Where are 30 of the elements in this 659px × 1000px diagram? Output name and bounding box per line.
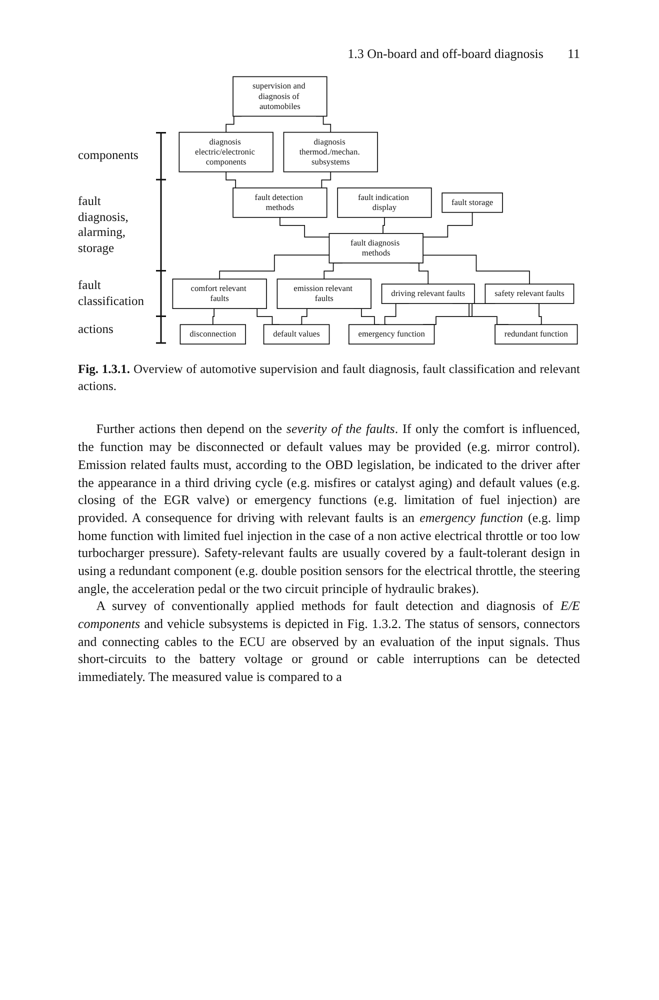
node-box: fault storage [442, 192, 503, 213]
connector [422, 212, 473, 238]
paragraph: Further actions then depend on the severity of the faults. If only the comfort is influenced, the function may be disconnected or default values may be provided (e.g. mirror control). Emission related faults must, according to the OBD legislation, be indicated to the driver after the appearance in a third driving cycle (e.g. misfires or catalyst aging) and default values (e.g. closing of the EGR valve) or emergency functions (e.g. limitation of fuel injection) are provided. A consequence for driving with relevant faults is an emergency function (e.g. limp home function with limited fuel injection in the case of a non active electrical throttle or too low turbocharger pressure). Safety-relevant faults are usually covered by a fault-tolerant design in using a redundant component (e.g. double position sensors for the electrical throttle, the steering angle, the acceleration pedal or the two circuit principle of hydraulic brakes). [78, 420, 580, 598]
node-box: fault indication display [337, 187, 432, 218]
page-number: 11 [567, 46, 580, 62]
node-box: emission relevant faults [276, 278, 372, 309]
node-box: comfort relevant faults [172, 278, 267, 309]
node-box: redundant function [494, 324, 578, 344]
connector [212, 308, 216, 326]
node-box: driving relevant faults [381, 284, 475, 304]
row-label: fault diagnosis, alarming, storage [78, 194, 130, 256]
node-box: fault diagnosis methods [328, 233, 424, 264]
row-label: components [78, 148, 140, 164]
running-head: 1.3 On-board and off-board diagnosis [348, 46, 544, 62]
row-label: actions [78, 322, 114, 338]
node-box: fault detection methods [232, 187, 328, 218]
node-box: default values [263, 324, 330, 344]
node-box: disconnection [180, 324, 246, 344]
connector [381, 216, 385, 234]
connector [219, 254, 330, 280]
node-box: supervision and diagnosis of automobiles [232, 76, 328, 117]
node-box: emergency function [348, 324, 435, 344]
connector [280, 216, 330, 238]
paragraph: A survey of conventionally applied methods for fault detection and diagnosis of E/E components and vehicle subsystems is depicted in Fig. 1.3.2. The status of sensors, connectors and connecting cables to the ECU are observed by an evaluation of the input signals. Thus short-circuits to the battery voltage or ground or cable interruptions can be detected immediately. The measured value is compared to a [78, 597, 580, 686]
connector [422, 254, 530, 285]
node-box: diagnosis thermod./mechan. subsystems [283, 132, 378, 172]
node-box: safety relevant faults [484, 284, 574, 304]
node-box: diagnosis electric/electronic components [178, 132, 274, 172]
figure-caption: Fig. 1.3.1. Overview of automotive supervision and fault diagnosis, fault classification and relevant actions. [78, 360, 580, 394]
row-label: fault classification [78, 278, 145, 310]
